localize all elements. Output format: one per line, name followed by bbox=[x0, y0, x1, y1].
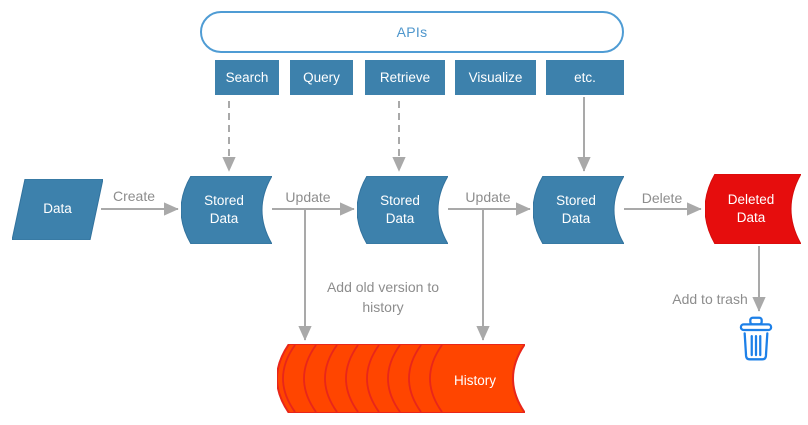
api-button-visualize-label: Visualize bbox=[468, 70, 523, 85]
stored-data-shape bbox=[181, 176, 272, 244]
api-button-retrieve[interactable]: Retrieve bbox=[365, 60, 445, 95]
api-button-search[interactable]: Search bbox=[215, 60, 279, 95]
trash-node[interactable] bbox=[739, 316, 773, 362]
api-button-search-label: Search bbox=[225, 70, 269, 85]
data-parallelogram-shape bbox=[12, 179, 103, 240]
edge-label-add-old-version-to-history: Add old version to history bbox=[326, 279, 440, 315]
api-button-etc[interactable]: etc. bbox=[546, 60, 624, 95]
trash-icon bbox=[739, 316, 773, 361]
edge-label-update-1: Update bbox=[285, 189, 331, 205]
stored-data-shape bbox=[533, 176, 624, 244]
node-stored-data-2-label: Stored Data bbox=[380, 193, 420, 226]
apis-node[interactable]: APIs bbox=[200, 11, 624, 53]
node-deleted-data[interactable]: Deleted Data bbox=[705, 174, 801, 244]
node-data-label: Data bbox=[43, 201, 72, 216]
api-button-etc-label: etc. bbox=[574, 70, 596, 85]
node-stored-data-2[interactable]: Stored Data bbox=[357, 176, 448, 244]
node-stored-data-1[interactable]: Stored Data bbox=[181, 176, 272, 244]
node-data[interactable]: Data bbox=[12, 179, 103, 240]
node-history[interactable]: History bbox=[277, 344, 525, 413]
apis-label: APIs bbox=[396, 24, 428, 40]
node-stored-data-3-label: Stored Data bbox=[556, 193, 596, 226]
api-button-visualize[interactable]: Visualize bbox=[455, 60, 536, 95]
api-button-query[interactable]: Query bbox=[290, 60, 353, 95]
edge-label-update-2: Update bbox=[465, 189, 511, 205]
deleted-data-shape bbox=[705, 174, 801, 244]
node-stored-data-1-label: Stored Data bbox=[204, 193, 244, 226]
api-button-retrieve-label: Retrieve bbox=[379, 70, 431, 85]
edge-label-create: Create bbox=[112, 188, 156, 204]
stored-data-shape bbox=[357, 176, 448, 244]
node-deleted-data-label: Deleted Data bbox=[727, 192, 775, 225]
edge-label-add-to-trash: Add to trash bbox=[672, 291, 748, 307]
api-button-query-label: Query bbox=[303, 70, 340, 85]
history-shape bbox=[277, 344, 525, 413]
edge-label-delete: Delete bbox=[641, 190, 683, 206]
node-history-label: History bbox=[453, 373, 496, 388]
node-stored-data-3[interactable]: Stored Data bbox=[533, 176, 624, 244]
